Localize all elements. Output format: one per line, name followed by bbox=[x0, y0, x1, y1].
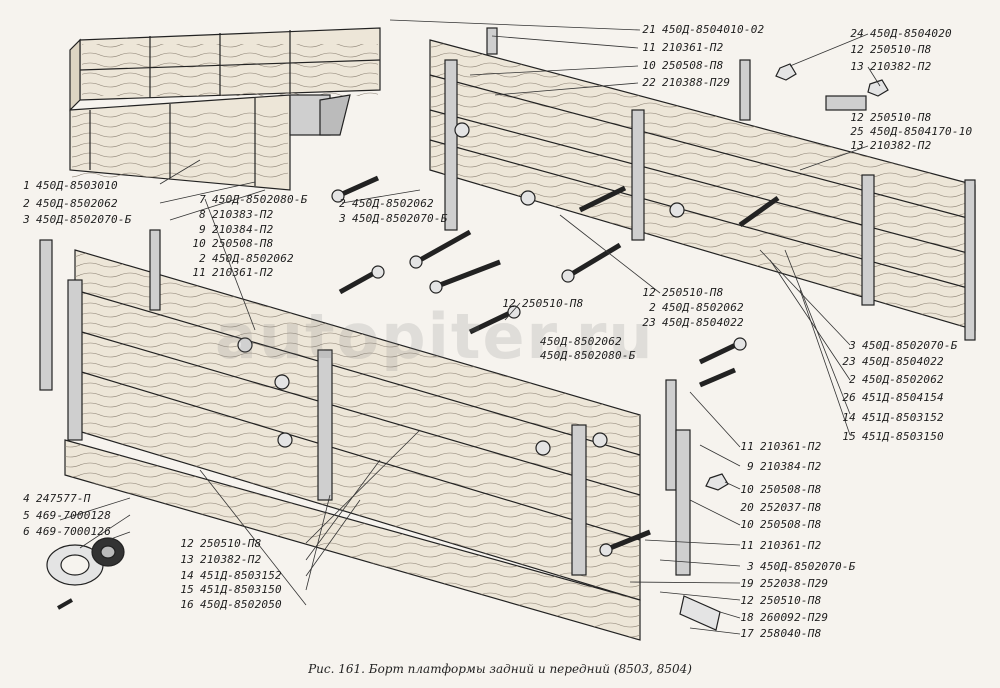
callout-label: 450Д-8502062 bbox=[540, 335, 622, 348]
figure-caption: Рис. 161. Борт платформы задний и передн… bbox=[308, 662, 692, 676]
fasteners bbox=[237, 63, 889, 631]
leader-lines bbox=[59, 19, 881, 635]
hinge-seal-parts bbox=[46, 537, 125, 610]
callout-label: 450Д-8502080-Б bbox=[540, 349, 636, 362]
truck-platform-thumbnail bbox=[69, 27, 381, 191]
front-board-panel bbox=[39, 229, 641, 641]
rear-board-panel bbox=[429, 27, 976, 341]
watermark: autopiter.ru bbox=[215, 300, 655, 373]
